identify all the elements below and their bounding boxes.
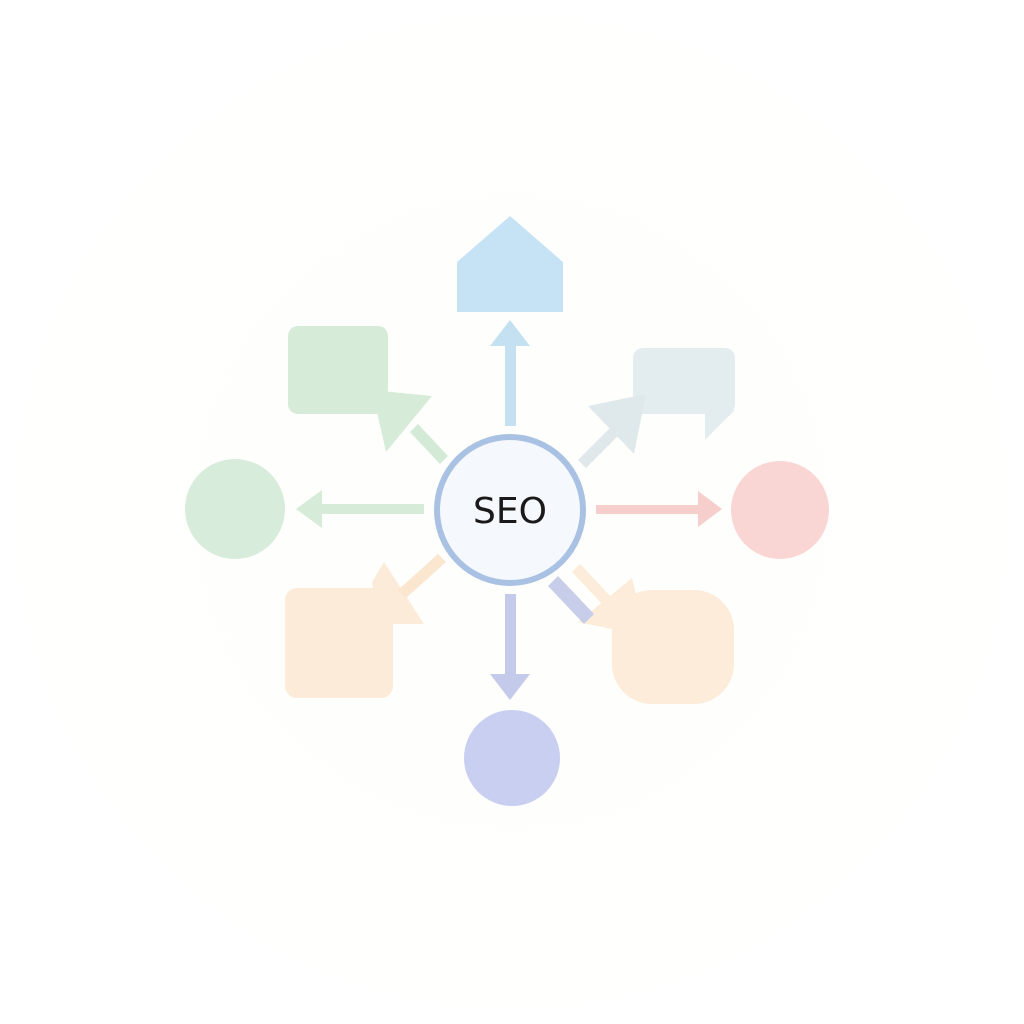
speech-bubble-tail — [372, 390, 432, 452]
arrow-lower-right-shaft — [548, 576, 594, 624]
speech-bubble-connector — [572, 564, 612, 606]
center-hub-label: SEO — [473, 491, 547, 532]
arrow-lower-right — [548, 576, 594, 624]
node-top — [457, 216, 563, 312]
speech-bubble-icon — [633, 348, 735, 414]
node-upper-left — [288, 326, 432, 452]
arrow-left-head — [296, 490, 322, 528]
arrow-lower-left — [398, 554, 446, 598]
node-upper-right — [633, 348, 735, 440]
speech-bubble-icon — [288, 326, 388, 414]
arrow-left — [296, 490, 424, 528]
arrow-top-head — [490, 320, 530, 346]
speech-bubble-icon — [285, 588, 393, 698]
node-lower-left — [285, 562, 424, 698]
speech-bubble-tail — [705, 410, 735, 440]
node-left — [185, 459, 285, 559]
arrow-right — [596, 491, 722, 527]
center-hub: SEO — [434, 434, 586, 586]
arrow-upper-left-shaft — [410, 424, 448, 464]
speech-bubble-tail — [372, 562, 424, 624]
arrow-lower-left-shaft — [398, 554, 446, 598]
arrow-right-head — [698, 491, 722, 527]
node-bottom — [464, 710, 560, 806]
speech-bubble-icon — [612, 590, 734, 704]
circle-icon — [731, 461, 829, 559]
arrow-bottom-shaft — [505, 594, 516, 674]
arrow-left-shaft — [318, 504, 424, 514]
arrow-upper-right — [578, 394, 646, 468]
arrow-top-shaft — [505, 342, 516, 426]
house-icon — [457, 216, 563, 312]
arrow-bottom-head — [490, 674, 530, 700]
arrow-bottom — [490, 594, 530, 700]
arrow-top — [490, 320, 530, 426]
circle-icon — [185, 459, 285, 559]
speech-bubble-tail — [578, 578, 646, 636]
center-hub-circle — [434, 434, 586, 586]
circle-icon — [464, 710, 560, 806]
arrow-upper-right-shaft — [578, 426, 620, 468]
node-lower-right — [572, 564, 734, 704]
node-right — [731, 461, 829, 559]
arrow-upper-left — [410, 424, 448, 464]
arrow-upper-right-head — [588, 394, 646, 454]
arrow-right-shaft — [596, 505, 702, 514]
